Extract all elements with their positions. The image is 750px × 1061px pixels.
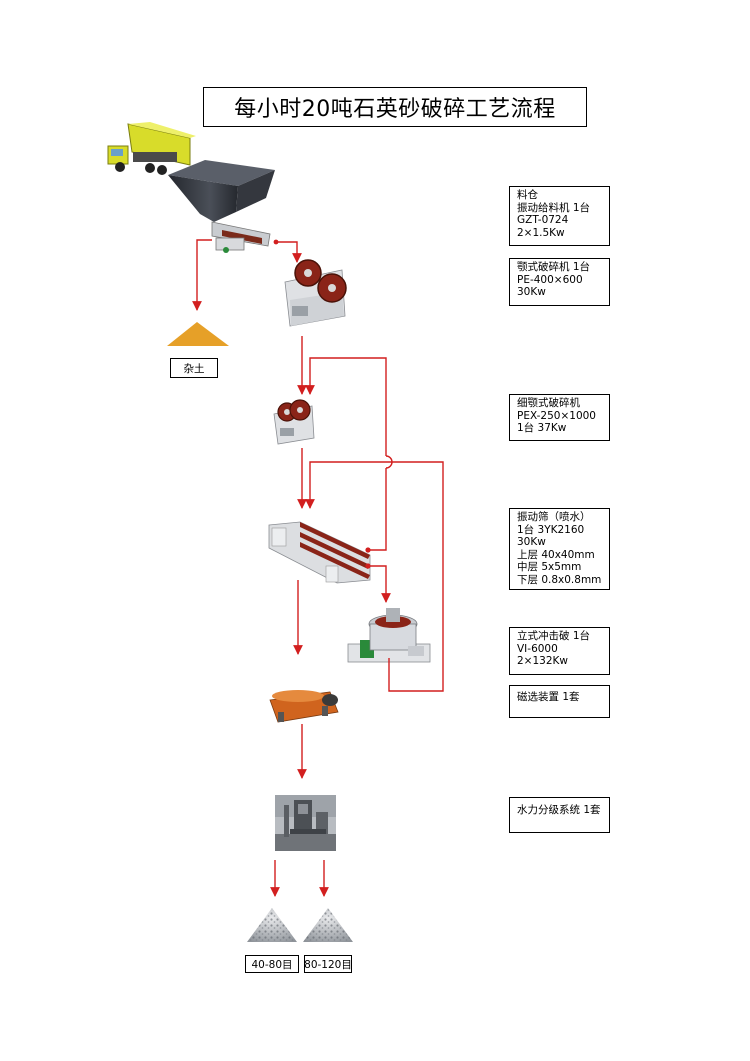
spec-line: 振动给料机 1台 xyxy=(517,201,591,214)
spec-line: VI-6000 xyxy=(517,642,558,655)
vibrating-screen-icon xyxy=(268,521,371,584)
spec-line: 振动筛（喷水） xyxy=(517,511,591,523)
spec-box-vertical-impact-crusher: 立式冲击破 1台 VI-6000 2×132Kw xyxy=(509,627,610,675)
spec-line: 立式冲击破 1台 xyxy=(517,630,591,642)
flow-vsi-return-to-screen xyxy=(305,461,444,692)
output-text: 杂土 xyxy=(183,362,205,375)
vibrating-feeder-icon xyxy=(211,221,271,253)
spec-line: 磁选装置 1套 xyxy=(517,691,580,703)
spec-line: 下层 0.8x0.8mm xyxy=(517,573,602,586)
spec-box-fine-jaw-crusher: 细颚式破碎机 PEX-250×1000 1台 37Kw xyxy=(509,394,610,441)
flow-feeder-to-waste xyxy=(192,239,212,311)
output-text: 40-80目 xyxy=(251,958,293,971)
waste-sand-pile-icon xyxy=(167,322,229,346)
spec-line: 细颚式破碎机 xyxy=(517,397,580,409)
spec-line: PE-400×600 xyxy=(517,273,583,286)
flow-screen-to-vsi xyxy=(368,565,391,603)
flow-screen-return-up xyxy=(368,468,387,551)
flow-feeder-to-jaw xyxy=(276,241,302,263)
spec-box-jaw-crusher: 颚式破碎机 1台 PE-400×600 30Kw xyxy=(509,258,610,306)
flow-lines xyxy=(192,239,444,897)
spec-line: 1台 3YK2160 xyxy=(517,523,585,536)
spec-line: 颚式破碎机 1台 xyxy=(517,261,591,273)
spec-line: 中层 5x5mm xyxy=(517,561,582,574)
spec-line: 料仓 xyxy=(517,189,538,201)
spec-line: PEX-250×1000 xyxy=(517,409,596,422)
product-pile-40-80-icon xyxy=(247,908,297,942)
spec-line: 2×132Kw xyxy=(517,655,568,668)
title-text: 每小时20吨石英砂破碎工艺流程 xyxy=(234,97,556,122)
spec-box-magnetic-separator: 磁选装置 1套 xyxy=(509,685,610,718)
feed-hopper-icon xyxy=(168,160,275,222)
spec-line: 水力分级系统 1套 xyxy=(517,804,601,816)
spec-line: 上层 40x40mm xyxy=(517,548,595,561)
hydraulic-classification-photo xyxy=(275,795,336,851)
dump-truck-icon xyxy=(107,122,196,175)
spec-line: 30Kw xyxy=(517,536,546,549)
spec-box-vibrating-screen: 振动筛（喷水） 1台 3YK2160 30Kw 上层 40x40mm 中层 5x… xyxy=(509,508,610,590)
product-pile-80-120-icon xyxy=(303,908,353,942)
output-label-waste: 杂土 xyxy=(170,358,218,378)
output-label-80-120: 80-120目 xyxy=(304,955,352,973)
flow-junction-dots xyxy=(273,239,371,569)
spec-line: 30Kw xyxy=(517,286,546,299)
jaw-crusher-icon xyxy=(284,259,347,327)
magnetic-separator-icon xyxy=(269,690,339,723)
spec-line: GZT-0724 xyxy=(517,214,569,227)
vertical-impact-crusher-icon xyxy=(347,608,431,663)
spec-line: 1台 37Kw xyxy=(517,422,567,435)
flow-return-to-fine-jaw xyxy=(305,357,387,456)
page-title: 每小时20吨石英砂破碎工艺流程 xyxy=(203,87,587,127)
fine-jaw-crusher-icon xyxy=(273,399,315,445)
spec-line: 2×1.5Kw xyxy=(517,226,565,239)
output-text: 80-120目 xyxy=(304,958,352,971)
spec-box-hydraulic-classifier: 水力分级系统 1套 xyxy=(509,797,610,833)
spec-box-feeder: 料仓 振动给料机 1台 GZT-0724 2×1.5Kw xyxy=(509,186,610,246)
output-label-40-80: 40-80目 xyxy=(245,955,299,973)
